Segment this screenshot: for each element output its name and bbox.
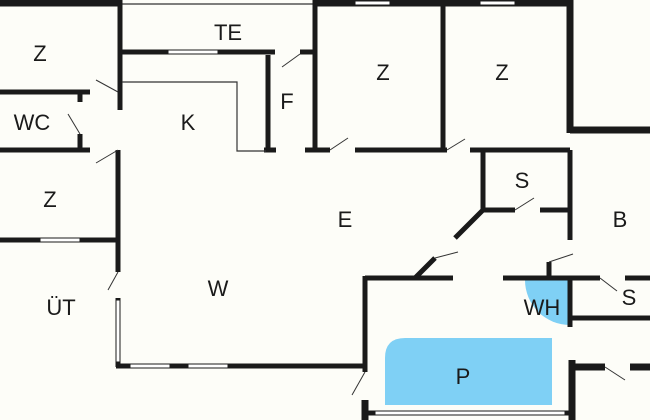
windows <box>39 0 566 416</box>
room-label-z: Z <box>43 187 56 212</box>
whirlpool <box>525 280 570 325</box>
pool <box>385 338 552 405</box>
room-label-z: Z <box>495 60 508 85</box>
room-label-wh: WH <box>524 295 561 320</box>
room-label-k: K <box>181 110 196 135</box>
room-label-z: Z <box>33 41 46 66</box>
room-label-z: Z <box>376 60 389 85</box>
room-label-w: W <box>208 276 229 301</box>
room-label-ut: ÜT <box>46 295 75 320</box>
room-label-p: P <box>456 364 471 389</box>
room-label-b: B <box>613 207 628 232</box>
room-label-s: S <box>622 285 637 310</box>
room-label-s: S <box>515 168 530 193</box>
room-label-wc: WC <box>14 110 51 135</box>
room-labels: Z TE Z Z WC K F Z S B E W ÜT WH S P <box>14 20 637 389</box>
room-label-te: TE <box>214 20 242 45</box>
door-swings <box>67 53 626 396</box>
room-label-f: F <box>280 89 293 114</box>
room-label-e: E <box>338 207 353 232</box>
